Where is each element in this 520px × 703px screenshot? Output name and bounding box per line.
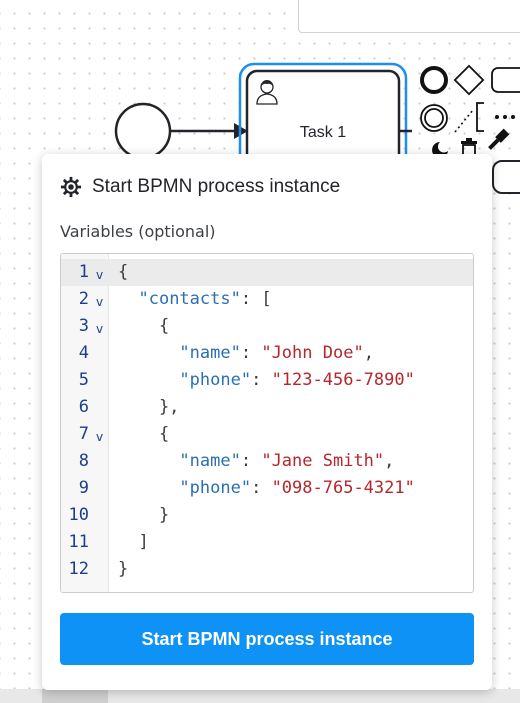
code-line[interactable]: 6 },: [61, 394, 473, 421]
gear-icon: [60, 176, 82, 198]
json-punctuation: ]: [118, 532, 149, 552]
code-text: {: [118, 259, 128, 286]
code-text: ]: [118, 529, 149, 556]
json-string: "Jane Smith": [261, 451, 385, 471]
json-punctuation: {: [118, 262, 129, 282]
json-string: "123-456-7890": [271, 370, 415, 390]
fold-toggle-icon[interactable]: v: [96, 268, 104, 282]
code-text: "name": "John Doe",: [118, 340, 374, 367]
line-number-gutter: [61, 254, 109, 592]
line-number: 11: [68, 532, 89, 552]
code-line[interactable]: 8 "name": "Jane Smith",: [61, 448, 473, 475]
code-line[interactable]: 11 ]: [61, 529, 473, 556]
top-panel: [298, 0, 520, 33]
line-number: 4: [78, 343, 89, 363]
json-punctuation: :: [251, 478, 272, 498]
line-number: 9: [78, 478, 89, 498]
code-text: }: [118, 502, 169, 529]
json-punctuation: }: [118, 559, 129, 579]
text-annotation-icon[interactable]: [454, 102, 484, 133]
json-punctuation: },: [118, 397, 180, 417]
scrollbar-thumb[interactable]: [42, 689, 108, 703]
json-punctuation: : [: [240, 289, 272, 309]
line-number: 6: [78, 397, 89, 417]
popup-title: Start BPMN process instance: [92, 176, 341, 197]
code-line[interactable]: 10 }: [61, 502, 473, 529]
fold-toggle-icon[interactable]: v: [96, 430, 104, 444]
code-text: "phone": "123-456-7890": [118, 367, 415, 394]
json-key: "phone": [179, 370, 252, 390]
start-instance-button[interactable]: Start BPMN process instance: [60, 613, 474, 665]
start-event[interactable]: [114, 102, 172, 160]
code-text: {: [118, 421, 169, 448]
json-punctuation: {: [118, 424, 170, 444]
line-number: 7: [78, 424, 89, 444]
line-number: 8: [78, 451, 89, 471]
json-key: "contacts": [138, 289, 241, 309]
line-number: 10: [68, 505, 89, 525]
json-string: "098-765-4321": [271, 478, 415, 498]
line-number: 2: [78, 289, 89, 309]
code-text: "phone": "098-765-4321": [118, 475, 415, 502]
json-punctuation: [118, 343, 179, 363]
more-icon[interactable]: [495, 115, 515, 119]
json-string: "John Doe": [261, 343, 364, 363]
json-punctuation: }: [118, 505, 170, 525]
fold-toggle-icon[interactable]: v: [96, 295, 104, 309]
line-number: 5: [78, 370, 89, 390]
json-punctuation: {: [118, 316, 170, 336]
end-event-icon[interactable]: [420, 66, 448, 94]
code-line[interactable]: 4 "name": "John Doe",: [61, 340, 473, 367]
line-number: 1: [78, 262, 89, 282]
variables-label: Variables (optional): [60, 222, 216, 241]
json-key: "name": [179, 343, 241, 363]
line-number: 3: [78, 316, 89, 336]
start-instance-popup: Start BPMN process instance Variables (o…: [42, 154, 492, 690]
connected-element[interactable]: [492, 160, 520, 194]
code-text: }: [118, 556, 128, 583]
code-line[interactable]: 5 "phone": "123-456-7890": [61, 367, 473, 394]
json-key: "phone": [179, 478, 252, 498]
json-punctuation: :: [251, 370, 272, 390]
fold-toggle-icon[interactable]: v: [96, 322, 104, 336]
json-punctuation: [118, 478, 179, 498]
trash-icon[interactable]: [461, 138, 477, 156]
code-text: "contacts": [: [118, 286, 272, 313]
code-line[interactable]: 9 "phone": "098-765-4321": [61, 475, 473, 502]
json-punctuation: :: [240, 343, 262, 363]
bottom-scrollbar[interactable]: [0, 689, 520, 703]
code-text: },: [118, 394, 179, 421]
json-punctuation: ,: [363, 343, 374, 363]
code-text: "name": "Jane Smith",: [118, 448, 394, 475]
task-label: Task 1: [300, 124, 346, 141]
code-line[interactable]: 12}: [61, 556, 473, 583]
paint-brush-icon[interactable]: [487, 128, 510, 152]
json-punctuation: [118, 451, 179, 471]
user-icon: [256, 80, 278, 105]
code-text: {: [118, 313, 169, 340]
json-punctuation: :: [240, 451, 262, 471]
change-type-icon[interactable]: [432, 142, 448, 158]
line-number: 12: [68, 559, 89, 579]
gateway-icon[interactable]: [453, 64, 485, 96]
popup-header: Start BPMN process instance: [60, 174, 340, 200]
task-icon[interactable]: [491, 67, 520, 93]
json-punctuation: [118, 370, 179, 390]
json-punctuation: ,: [384, 451, 395, 471]
json-key: "name": [179, 451, 241, 471]
json-punctuation: [118, 289, 138, 309]
